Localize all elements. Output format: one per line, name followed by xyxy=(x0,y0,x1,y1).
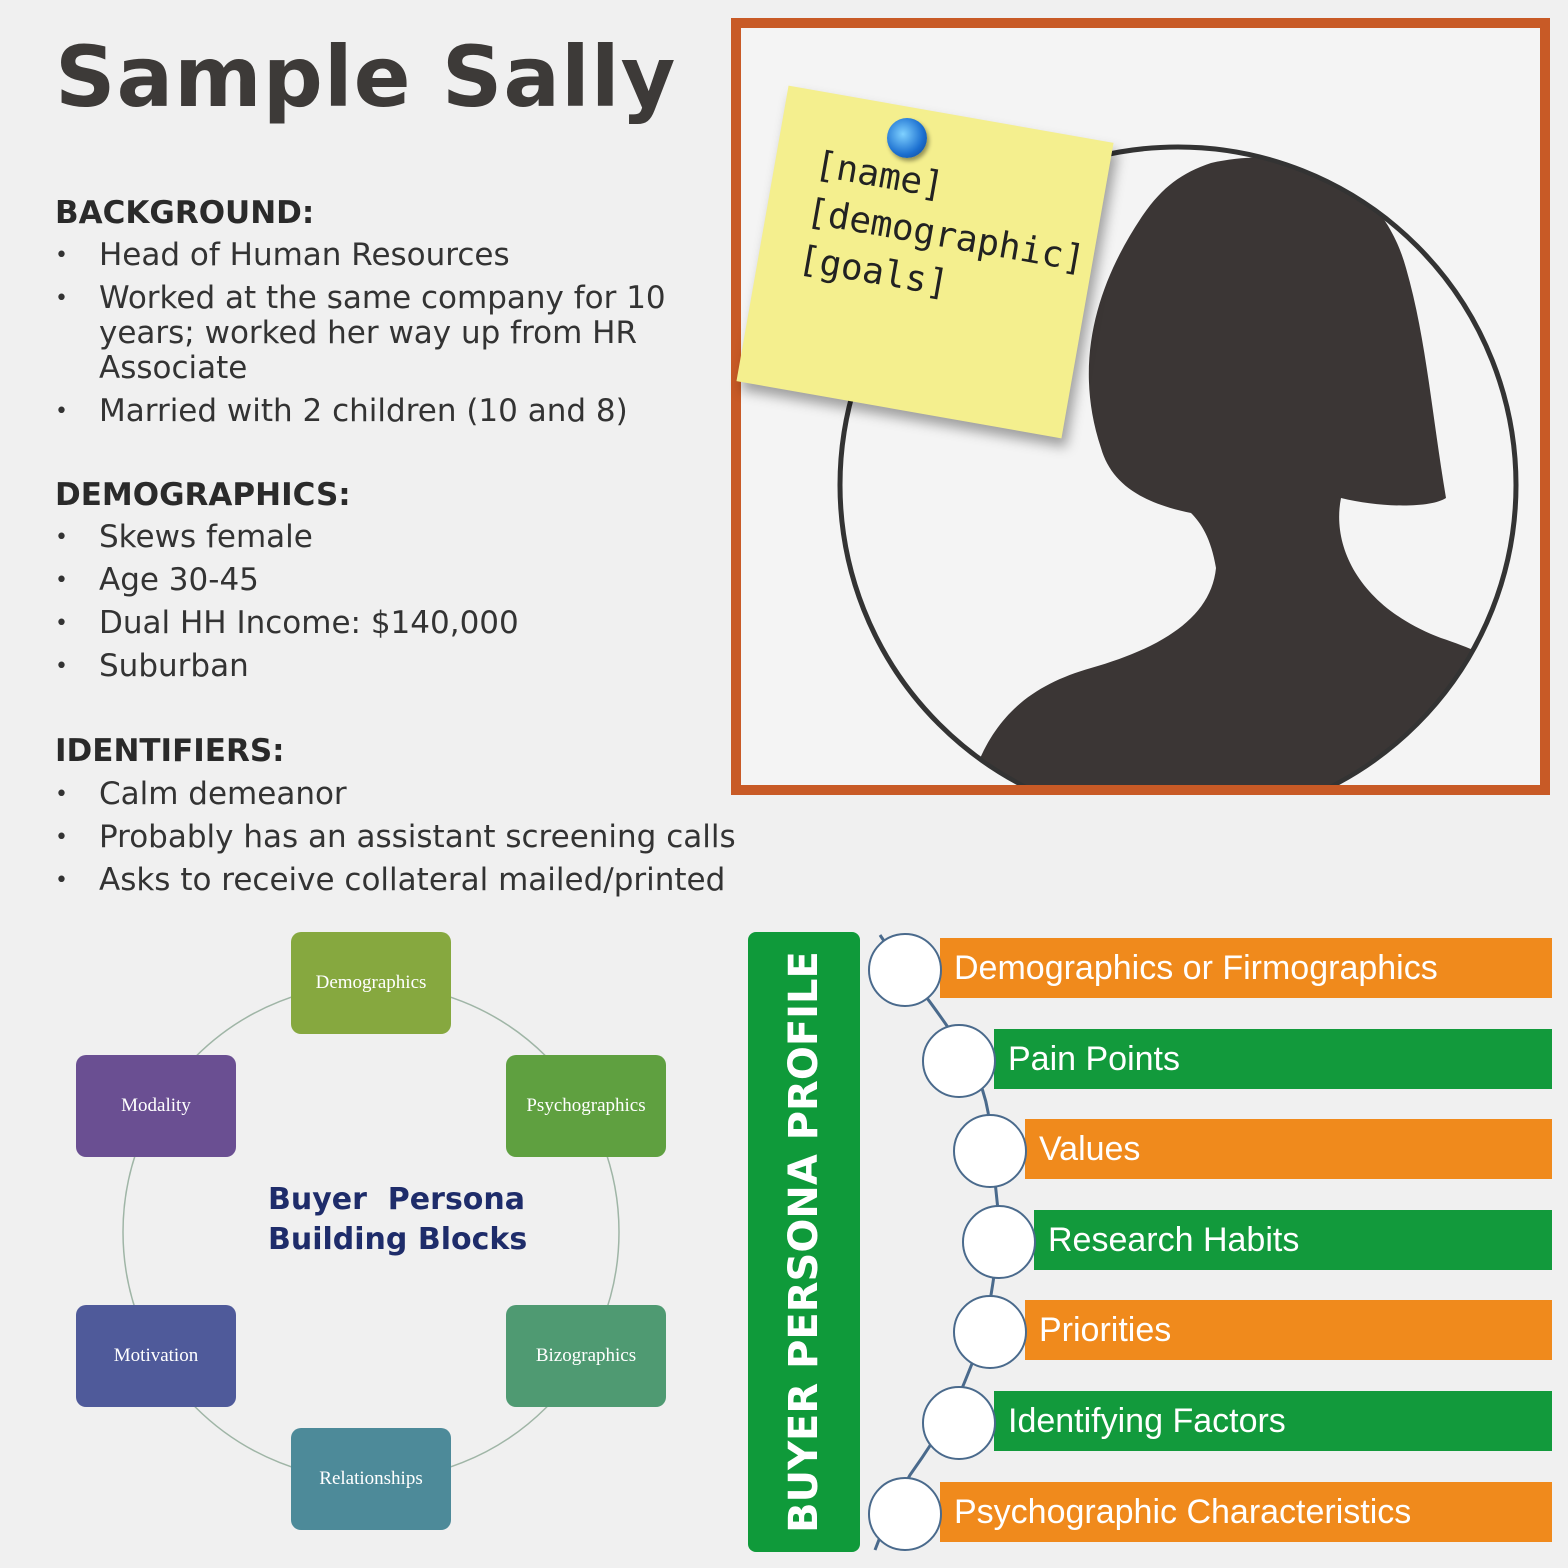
background-heading: BACKGROUND: xyxy=(55,195,315,231)
background-list: •Head of Human Resources •Worked at the … xyxy=(55,238,735,437)
bullet-icon: • xyxy=(55,825,68,850)
list-item: •Calm demeanor xyxy=(55,776,347,812)
block-bizographics: Bizographics xyxy=(506,1305,666,1407)
bullet-icon: • xyxy=(55,568,68,593)
block-relationships: Relationships xyxy=(291,1428,451,1530)
list-item: •Skews female xyxy=(55,519,313,555)
bullet-icon: • xyxy=(55,399,68,424)
wheel-title: Buyer Persona Building Blocks xyxy=(268,1182,528,1257)
list-item: •Dual HH Income: $140,000 xyxy=(55,605,519,641)
list-item: •Worked at the same company for 10 years… xyxy=(55,280,666,386)
profile-item: Demographics or Firmographics xyxy=(940,938,1552,998)
list-item: •Probably has an assistant screening cal… xyxy=(55,819,736,855)
block-psychographics: Psychographics xyxy=(506,1055,666,1157)
list-item: •Head of Human Resources xyxy=(55,237,510,273)
profile-label: BUYER PERSONA PROFILE xyxy=(781,951,827,1533)
block-demographics: Demographics xyxy=(291,932,451,1034)
bullet-icon: • xyxy=(55,286,68,311)
profile-circle-icon xyxy=(922,1024,996,1098)
bullet-icon: • xyxy=(55,243,68,268)
bullet-icon: • xyxy=(55,782,68,807)
block-modality: Modality xyxy=(76,1055,236,1157)
profile-circle-icon xyxy=(953,1295,1027,1369)
block-motivation: Motivation xyxy=(76,1305,236,1407)
identifiers-list: •Calm demeanor •Probably has an assistan… xyxy=(55,777,775,906)
profile-item: Psychographic Characteristics xyxy=(940,1482,1552,1542)
profile-bar xyxy=(748,932,860,1552)
identifiers-heading: IDENTIFIERS: xyxy=(55,733,285,769)
profile-item: Research Habits xyxy=(1034,1210,1552,1270)
profile-circle-icon xyxy=(922,1386,996,1460)
list-item: •Asks to receive collateral mailed/print… xyxy=(55,862,726,898)
profile-item: Identifying Factors xyxy=(994,1391,1552,1451)
profile-item: Priorities xyxy=(1025,1300,1552,1360)
profile-circle-icon xyxy=(868,933,942,1007)
pushpin-icon xyxy=(887,118,927,158)
bullet-icon: • xyxy=(55,611,68,636)
bullet-icon: • xyxy=(55,654,68,679)
demographics-list: •Skews female •Age 30-45 •Dual HH Income… xyxy=(55,520,735,692)
profile-circle-icon xyxy=(868,1477,942,1551)
demographics-heading: DEMOGRAPHICS: xyxy=(55,477,351,513)
list-item: •Suburban xyxy=(55,648,249,684)
list-item: •Age 30-45 xyxy=(55,562,259,598)
bullet-icon: • xyxy=(55,525,68,550)
profile-circle-icon xyxy=(962,1205,1036,1279)
profile-item: Values xyxy=(1025,1119,1552,1179)
list-item: •Married with 2 children (10 and 8) xyxy=(55,393,628,429)
bullet-icon: • xyxy=(55,868,68,893)
profile-item: Pain Points xyxy=(994,1029,1552,1089)
profile-circle-icon xyxy=(953,1114,1027,1188)
page-title: Sample Sally xyxy=(55,28,677,126)
